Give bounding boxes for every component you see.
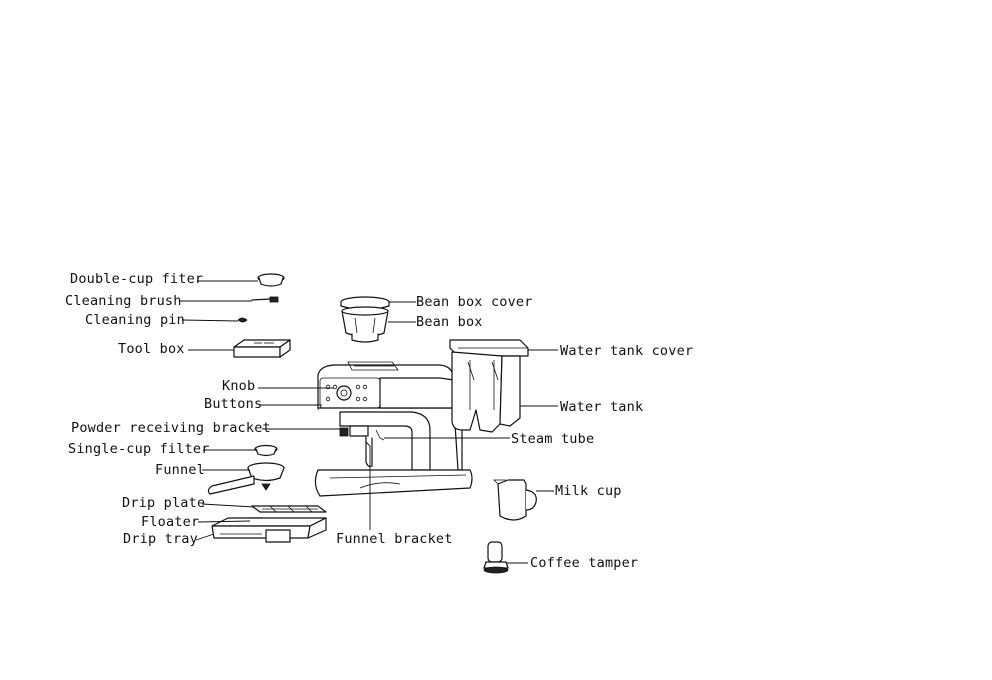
label-coffee-tamper: Coffee tamper	[530, 555, 638, 571]
label-water-tank-cover: Water tank cover	[560, 343, 693, 359]
label-bean-box-cover: Bean box cover	[416, 294, 533, 310]
label-bean-box: Bean box	[416, 314, 483, 330]
funnel-part	[208, 463, 284, 494]
label-double-cup-filter: Double-cup fiter	[70, 271, 203, 287]
label-water-tank: Water tank	[560, 399, 643, 415]
label-powder-receiving-bracket: Powder receiving bracket	[71, 420, 271, 436]
label-floater: Floater	[141, 514, 199, 530]
milk-cup-part	[494, 480, 536, 520]
label-buttons: Buttons	[204, 396, 262, 412]
label-tool-box: Tool box	[118, 341, 185, 357]
water-tank-part	[452, 352, 520, 432]
label-steam-tube: Steam tube	[511, 431, 594, 447]
label-knob: Knob	[222, 378, 255, 394]
tool-box-part	[234, 340, 290, 357]
drip-plate-part	[252, 506, 326, 512]
label-funnel: Funnel	[155, 462, 205, 478]
label-single-cup-filter: Single-cup filter	[68, 441, 210, 457]
cleaning-brush-part	[252, 297, 278, 302]
label-cleaning-brush: Cleaning brush	[65, 293, 182, 309]
bean-box-part	[342, 307, 388, 342]
double-cup-filter-part	[258, 274, 284, 286]
label-drip-tray: Drip tray	[123, 531, 198, 547]
cleaning-pin-part	[238, 318, 247, 322]
label-milk-cup: Milk cup	[555, 483, 622, 499]
coffee-tamper-part	[484, 542, 508, 573]
single-cup-filter-part	[255, 446, 277, 456]
label-drip-plate: Drip plate	[122, 495, 205, 511]
label-cleaning-pin: Cleaning pin	[85, 312, 185, 328]
label-funnel-bracket: Funnel bracket	[336, 531, 453, 547]
